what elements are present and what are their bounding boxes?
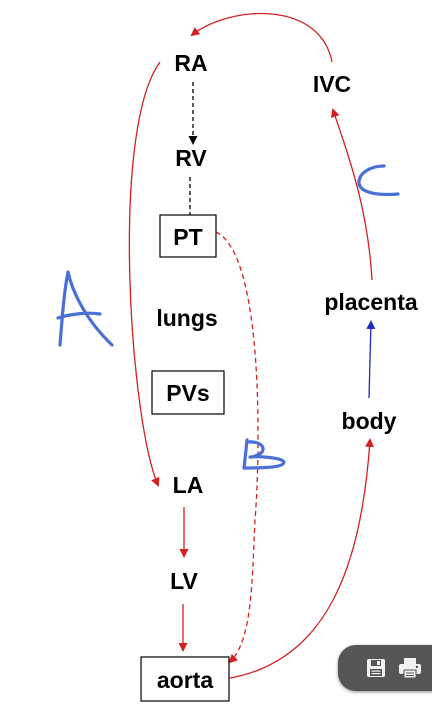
- lv-label: LV: [170, 568, 198, 594]
- ivc-label: IVC: [313, 71, 351, 97]
- body-label: body: [342, 408, 397, 434]
- ra-label: RA: [174, 50, 207, 76]
- pvs-box: [151, 370, 225, 415]
- la-label: LA: [173, 472, 204, 498]
- save-icon[interactable]: [364, 656, 388, 680]
- pt-label: PT: [173, 224, 202, 250]
- pt-to-aorta-dashed-arrow: [215, 231, 259, 664]
- annotation-b: [242, 438, 286, 470]
- aorta-to-body-arrow: [229, 438, 375, 679]
- ivc-to-ra-arrow: [190, 12, 333, 63]
- aorta-label: aorta: [157, 667, 213, 693]
- aorta-box: [140, 656, 230, 702]
- lungs-label: lungs: [156, 305, 217, 331]
- rv-label: RV: [175, 145, 207, 171]
- ra-to-la-arrow: [128, 61, 161, 487]
- print-icon[interactable]: [398, 656, 422, 680]
- floating-toolbar: [338, 645, 432, 691]
- placenta-label: placenta: [324, 289, 418, 315]
- annotation-c: [357, 164, 400, 197]
- pvs-label: PVs: [166, 380, 209, 406]
- placenta-to-ivc-arrow: [330, 108, 373, 281]
- annotation-a: [56, 270, 114, 347]
- body-to-placenta-arrow: [366, 320, 376, 399]
- pt-box: [159, 214, 217, 258]
